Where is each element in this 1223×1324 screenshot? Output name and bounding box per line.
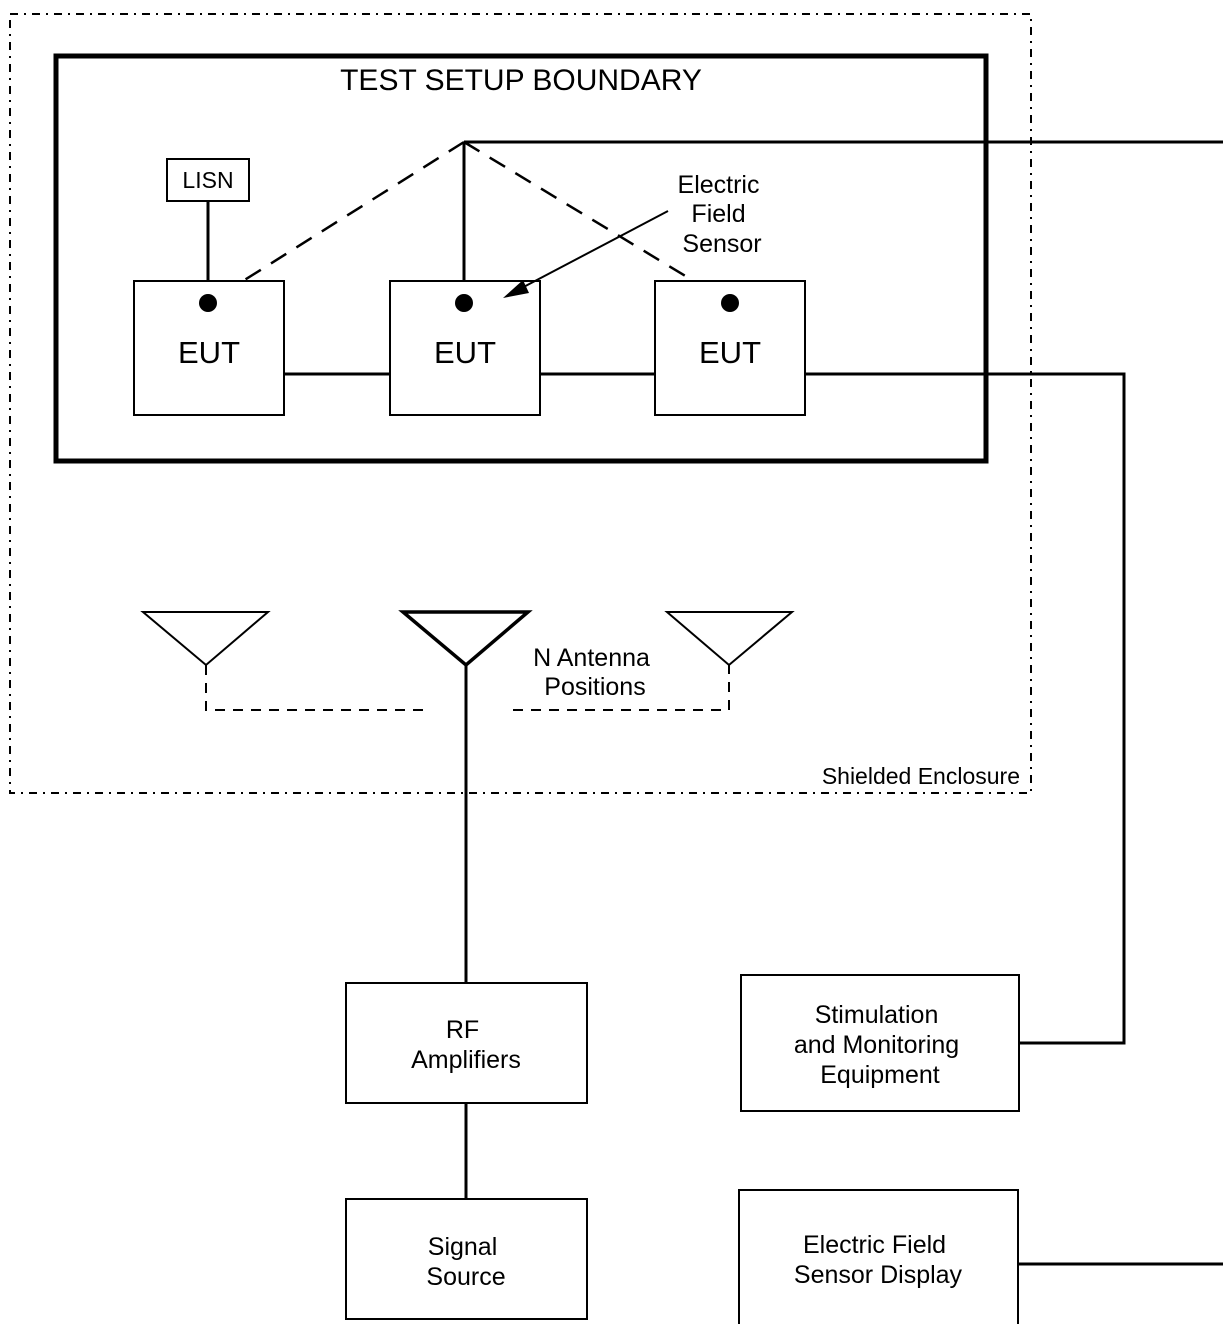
rf-amplifiers-line-2: Amplifiers <box>411 1046 521 1074</box>
sensor-cable-right-dashed <box>463 140 731 305</box>
signal-source-line-1: Signal <box>428 1233 498 1261</box>
stimulation-line-3: Equipment <box>820 1061 940 1089</box>
lisn-box <box>166 158 250 202</box>
sensor-callout-line-2: Field <box>691 200 745 228</box>
signal-source-box <box>345 1198 588 1320</box>
eut-label-3: EUT <box>699 335 761 370</box>
rf-amplifiers-label: RF Amplifiers <box>411 1016 521 1074</box>
sensor-dot-2 <box>455 294 473 312</box>
eut-label-2: EUT <box>434 335 496 370</box>
sensor-dot-3 <box>721 294 739 312</box>
test-setup-title: TEST SETUP BOUNDARY <box>340 64 702 97</box>
stimulation-line-2: and Monitoring <box>794 1031 959 1059</box>
sensor-callout-arrowhead <box>503 280 529 298</box>
antenna-center <box>398 610 533 668</box>
lisn-label: LISN <box>182 167 233 193</box>
signal-source-line-2: Source <box>426 1263 505 1291</box>
stimulation-monitoring-label: Stimulation and Monitoring Equipment <box>794 1001 966 1089</box>
antenna-positions-line-2: Positions <box>544 673 645 701</box>
eut-label-1: EUT <box>178 335 240 370</box>
sensor-callout-line-3: Sensor <box>682 230 761 258</box>
sensor-display-label: Electric Field Sensor Display <box>794 1231 963 1289</box>
sensor-callout-label: Electric Field Sensor <box>678 171 767 258</box>
antenna-track-right <box>513 665 730 711</box>
sensor-cable-left-dashed <box>207 140 465 305</box>
antenna-track-left <box>205 665 424 711</box>
antenna-right <box>664 611 795 667</box>
test-setup-boundary <box>53 53 989 464</box>
antenna-left <box>140 611 271 667</box>
antenna-positions-line-1: N Antenna <box>533 644 650 672</box>
antenna-positions-label: N Antenna Positions <box>533 644 657 701</box>
shielded-enclosure-label: Shielded Enclosure <box>822 763 1020 789</box>
sensor-callout-arrow-line <box>515 210 669 292</box>
stimulation-monitoring-box <box>740 974 1020 1112</box>
sensor-callout-line-1: Electric <box>678 171 760 199</box>
sensor-display-line-1: Electric Field <box>803 1231 946 1259</box>
signal-source-label: Signal Source <box>426 1233 505 1291</box>
sensor-dot-1 <box>199 294 217 312</box>
sensor-display-line-2: Sensor Display <box>794 1261 963 1289</box>
shielded-enclosure-boundary <box>9 13 1032 794</box>
rf-amplifiers-line-1: RF <box>446 1016 479 1044</box>
sensor-display-box <box>738 1189 1019 1324</box>
eut-to-stimulation-cable <box>805 372 1126 1045</box>
stimulation-line-1: Stimulation <box>815 1001 939 1029</box>
